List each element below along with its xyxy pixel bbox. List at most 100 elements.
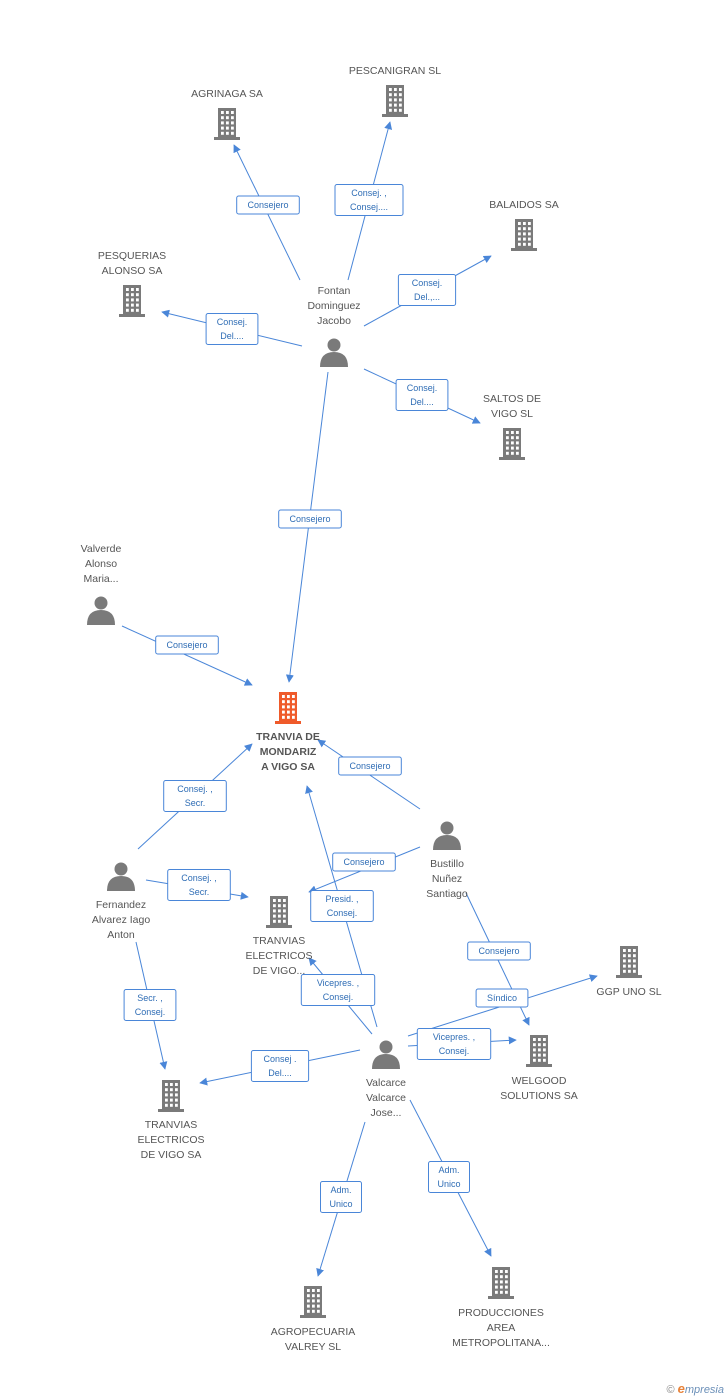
edge-label-box[interactable] — [300, 974, 376, 1006]
edge-label-box[interactable] — [395, 379, 449, 411]
building-icon — [266, 896, 292, 928]
brand-footer: ©empresia — [667, 1381, 724, 1396]
edge-label-text: Síndico — [487, 993, 517, 1003]
edge-fontan-to-saltos: Consej.Del.... — [363, 368, 481, 424]
person-icon — [320, 338, 348, 367]
company-node-pesquerias[interactable]: PESQUERIAS ALONSO SA — [98, 250, 166, 317]
edge-label-text: Unico — [329, 1199, 352, 1209]
node-label: Maria... — [83, 573, 118, 585]
edge-label-box[interactable] — [332, 852, 396, 872]
node-label: MONDARIZ — [260, 746, 317, 758]
node-label: BALAIDOS SA — [489, 199, 558, 211]
edge-valcarce-to-ggp_uno: Síndico — [407, 974, 598, 1037]
node-label: A VIGO SA — [261, 761, 315, 773]
edge-label-text: Adm. — [438, 1165, 459, 1175]
edge-label-box[interactable] — [320, 1181, 362, 1213]
person-icon — [87, 596, 115, 625]
edge-fernandez-to-tranvias_electricos_2: Secr. ,Consej. — [123, 941, 177, 1070]
node-label: TRANVIA DE — [256, 731, 320, 743]
node-label: AGROPECUARIA — [271, 1326, 356, 1338]
edge-label-text: Vicepres. , — [433, 1032, 475, 1042]
edge-fontan-to-balaidos: Consej.Del.,... — [363, 255, 492, 327]
node-label: METROPOLITANA... — [452, 1337, 550, 1349]
edge-label-box[interactable] — [428, 1161, 470, 1193]
edge-bustillo-to-tranvia_mondariz: Consejero — [317, 739, 421, 810]
edge-valcarce-to-tranvias_electricos_1: Vicepres. ,Consej. — [300, 957, 376, 1035]
node-label: DE VIGO... — [253, 965, 306, 977]
node-label: PRODUCCIONES — [458, 1307, 544, 1319]
edge-label-text: Consejero — [343, 857, 384, 867]
node-label: AREA — [487, 1322, 516, 1334]
node-label: GGP UNO SL — [596, 986, 661, 998]
edge-label-box[interactable] — [250, 1050, 310, 1082]
edge-label-text: Del.... — [220, 331, 244, 341]
node-label: ELECTRICOS — [137, 1134, 204, 1146]
edge-fontan-to-tranvia_mondariz: Consejero — [278, 371, 342, 683]
company-node-ggp_uno[interactable]: GGP UNO SL — [596, 946, 662, 998]
edge-label-text: Consej. , — [181, 873, 217, 883]
edge-label-box[interactable] — [167, 869, 231, 901]
edge-label-box[interactable] — [397, 274, 457, 306]
edge-label-box[interactable] — [475, 988, 529, 1008]
company-node-tranvia_mondariz[interactable]: TRANVIA DE MONDARIZ A VIGO SA — [256, 692, 320, 773]
person-node-valverde[interactable]: ValverdeAlonsoMaria... — [81, 543, 122, 625]
node-label: Jose... — [371, 1107, 402, 1119]
nodes-layer: TRANVIA DE MONDARIZ A VIGO SA AGRINAGA SA PE… — [81, 65, 662, 1353]
edge-arrow-line — [121, 625, 253, 686]
edge-label-box[interactable] — [205, 313, 259, 345]
edge-label-text: Consej. — [407, 383, 438, 393]
edge-label-text: Consejero — [166, 640, 207, 650]
node-label: SALTOS DE — [483, 393, 541, 405]
edge-label-text: Vicepres. , — [317, 978, 359, 988]
person-icon — [107, 862, 135, 891]
edge-label-box[interactable] — [155, 635, 219, 655]
edge-label-box[interactable] — [278, 509, 342, 529]
building-icon — [616, 946, 642, 978]
company-node-producciones[interactable]: PRODUCCIONES AREA METROPOLITANA... — [452, 1267, 550, 1349]
edge-label-text: Del.,... — [414, 292, 440, 302]
edge-fernandez-to-tranvias_electricos_1: Consej. ,Secr. — [145, 869, 249, 901]
edge-label-text: Consej. — [327, 908, 358, 918]
node-label: Anton — [107, 929, 135, 941]
building-icon — [119, 285, 145, 317]
edge-label-box[interactable] — [123, 989, 177, 1021]
edge-label-text: Consejero — [478, 946, 519, 956]
company-node-pescanigran[interactable]: PESCANIGRAN SL — [349, 65, 441, 117]
copyright-symbol: © — [666, 1384, 675, 1396]
edge-bustillo-to-tranvias_electricos_1: Consejero — [308, 846, 421, 894]
node-label: AGRINAGA SA — [191, 88, 263, 100]
building-icon — [275, 692, 301, 724]
node-label: PESCANIGRAN SL — [349, 65, 441, 77]
edge-label-box[interactable] — [467, 941, 531, 961]
edge-label-box[interactable] — [163, 780, 227, 812]
node-label: Dominguez — [307, 300, 360, 312]
node-label: Bustillo — [430, 858, 464, 870]
edge-label-box[interactable] — [416, 1028, 492, 1060]
edge-valcarce-to-tranvias_electricos_2: Consej .Del.... — [199, 1049, 361, 1086]
company-node-agrinaga[interactable]: AGRINAGA SA — [191, 88, 263, 140]
brand-logo-initial: e — [677, 1381, 685, 1396]
node-label: DE VIGO SA — [141, 1149, 202, 1161]
node-label: ALONSO SA — [102, 265, 163, 277]
company-node-balaidos[interactable]: BALAIDOS SA — [489, 199, 559, 251]
edge-valcarce-to-welgood: Vicepres. , Consej. — [407, 1028, 517, 1060]
edge-label-text: Consej. — [439, 1046, 470, 1056]
node-label: PESQUERIAS — [98, 250, 166, 262]
edge-label-box[interactable] — [334, 184, 404, 216]
node-label: Alvarez Iago — [92, 914, 151, 926]
edge-label-box[interactable] — [236, 195, 300, 215]
building-icon — [526, 1035, 552, 1067]
edge-label-box[interactable] — [338, 756, 402, 776]
edge-fontan-to-agrinaga: Consejero — [233, 144, 301, 281]
edge-label-box[interactable] — [310, 890, 374, 922]
person-node-valcarce[interactable]: ValcarceValcarceJose... — [366, 1040, 406, 1120]
edge-label-text: Consej.... — [350, 202, 388, 212]
